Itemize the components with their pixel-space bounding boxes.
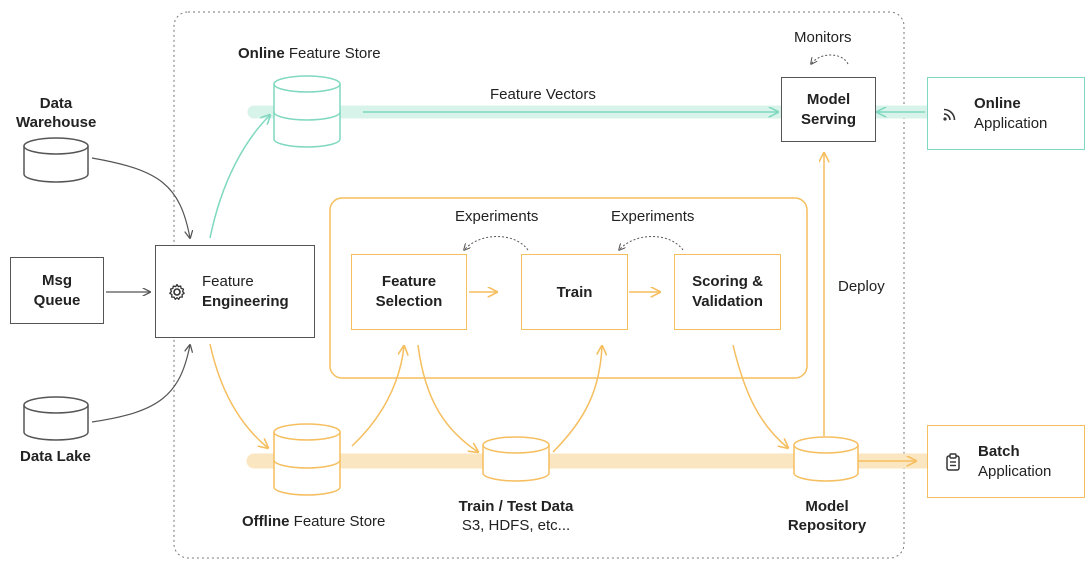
feature-selection-box[interactable]: Feature Selection — [351, 254, 467, 330]
model-serving-line-2: Serving — [800, 110, 857, 128]
feature-engineering-line-1: Feature — [202, 272, 254, 290]
data-warehouse-line-1: Data — [39, 95, 73, 112]
data-lake-cylinder — [23, 396, 89, 441]
online-store-label: Online Feature Store — [238, 44, 381, 63]
batch-application-line-2: Application — [978, 462, 1052, 480]
online-application-line-2: Application — [974, 114, 1048, 132]
data-warehouse-line-2: Warehouse — [16, 114, 97, 131]
batch-application-box[interactable]: Batch Application — [927, 425, 1085, 498]
online-store-bold: Online — [238, 45, 285, 62]
online-application-line-1: Online — [974, 94, 1021, 112]
monitors-label: Monitors — [794, 29, 852, 46]
scoring-line-2: Validation — [692, 293, 763, 310]
train-label: Train — [556, 283, 593, 301]
experiments-label-1: Experiments — [455, 208, 539, 225]
wifi-icon — [942, 106, 958, 122]
msg-queue-box[interactable]: Msg Queue — [10, 257, 104, 324]
data-warehouse-cylinder — [23, 137, 89, 183]
offline-store-rest: Feature Store — [289, 513, 386, 530]
deploy-label: Deploy — [838, 278, 885, 295]
model-repo-cylinder — [793, 436, 859, 482]
model-serving-line-1: Model — [806, 90, 851, 108]
msg-queue-line-2: Queue — [33, 291, 81, 309]
online-application-box[interactable]: Online Application — [927, 77, 1085, 150]
offline-store-bold: Offline — [242, 513, 290, 530]
msg-queue-line-1: Msg — [42, 271, 72, 289]
feature-engineering-box[interactable]: Feature Engineering — [155, 245, 315, 338]
scoring-line-1: Scoring & — [692, 273, 763, 290]
batch-application-line-1: Batch — [978, 442, 1020, 460]
offline-store-cylinder — [273, 423, 341, 496]
model-repository-label: Model Repository — [779, 497, 875, 535]
online-store-rest: Feature Store — [284, 45, 381, 62]
train-test-cylinder — [482, 436, 550, 482]
experiments-container — [329, 197, 808, 379]
scoring-validation-box[interactable]: Scoring & Validation — [674, 254, 781, 330]
data-lake-label: Data Lake — [20, 448, 91, 465]
data-warehouse-label: Data Warehouse — [16, 94, 96, 132]
feature-engineering-line-2: Engineering — [202, 292, 289, 310]
offline-store-label: Offline Feature Store — [242, 512, 385, 531]
feature-selection-line-2: Selection — [375, 293, 443, 310]
online-store-cylinder — [273, 75, 341, 148]
feature-selection-line-1: Feature — [381, 273, 437, 290]
feature-vectors-label: Feature Vectors — [490, 86, 596, 103]
clipboard-icon — [946, 452, 960, 471]
gear-icon — [168, 283, 186, 301]
experiments-label-2: Experiments — [611, 208, 695, 225]
model-serving-box[interactable]: Model Serving — [781, 77, 876, 142]
model-repository-line-2: Repository — [787, 517, 867, 534]
train-test-title: Train / Test Data — [458, 498, 574, 515]
train-test-sub: S3, HDFS, etc... — [461, 517, 571, 534]
train-box[interactable]: Train — [521, 254, 628, 330]
model-repository-line-1: Model — [805, 498, 849, 515]
train-test-label: Train / Test Data S3, HDFS, etc... — [446, 497, 586, 535]
